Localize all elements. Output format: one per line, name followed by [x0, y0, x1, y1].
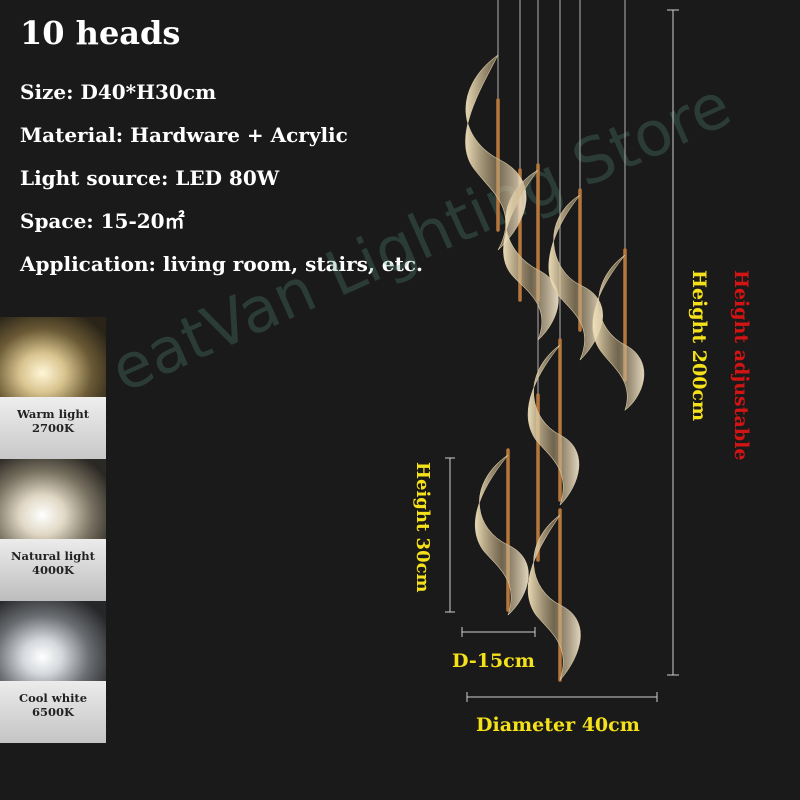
acrylic-ribbon [527, 514, 581, 681]
acrylic-ribbon [474, 454, 529, 616]
warm-light-temp: 2700K [31, 421, 74, 435]
height-unit-label: Height 30cm [412, 462, 433, 593]
acrylic-ribbon [592, 254, 645, 411]
total-diameter-label: Diameter 40cm [476, 714, 640, 736]
warm-light-name: Warm light [16, 407, 90, 421]
height-total-label: Height 200cm [688, 270, 710, 422]
spec-material: Material: Hardware + Acrylic [20, 123, 348, 147]
height-adjustable-label: Height adjustable [730, 270, 752, 461]
natural-light-temp: 4000K [31, 563, 74, 577]
spec-application: Application: living room, stairs, etc. [20, 252, 423, 276]
product-title: 10 heads [20, 14, 181, 52]
acrylic-ribbon [465, 54, 527, 251]
acrylic-ribbon [503, 169, 559, 341]
spec-light-source: Light source: LED 80W [20, 166, 280, 190]
warm-light-caption: Warm light 2700K [0, 397, 106, 459]
natural-light-caption: Natural light 4000K [0, 539, 106, 601]
light-color-options: Warm light 2700K Natural light 4000K Coo… [0, 317, 106, 743]
spec-list: Size: D40*H30cm Material: Hardware + Acr… [20, 78, 423, 293]
cool-white-caption: Cool white 6500K [0, 681, 106, 743]
unit-diameter-label: D-15cm [452, 650, 535, 672]
spec-size: Size: D40*H30cm [20, 80, 217, 104]
acrylic-ribbon [527, 344, 580, 506]
acrylic-ribbon [548, 194, 603, 361]
spec-space: Space: 15-20㎡ [20, 209, 185, 233]
cool-white-name: Cool white [18, 691, 88, 705]
natural-light-name: Natural light [11, 549, 95, 563]
cool-white-swatch[interactable] [0, 601, 106, 681]
cool-white-temp: 6500K [31, 705, 74, 719]
natural-light-swatch[interactable] [0, 459, 106, 539]
chandelier-illustration [445, 0, 679, 702]
warm-light-swatch[interactable] [0, 317, 106, 397]
